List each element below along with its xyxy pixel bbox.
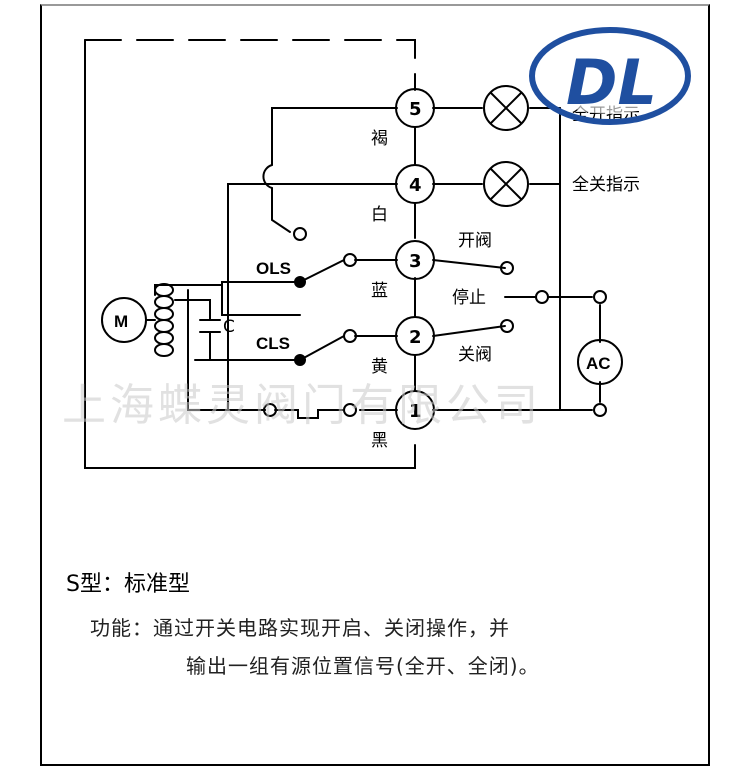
logo-text: DL: [566, 46, 657, 119]
label-close-valve: 关阀: [458, 345, 492, 365]
terminal-1-num: 1: [409, 401, 422, 422]
wire-color-white: 白: [371, 205, 388, 225]
caption-line-2: 输出一组有源位置信号(全开、全闭)。: [186, 654, 540, 678]
wire-color-yellow: 黄: [371, 357, 388, 377]
cls-blade: [299, 335, 345, 361]
terminal-4: [395, 164, 435, 204]
terminal-3-num: 3: [409, 251, 422, 272]
caption-title: S型：标准型: [66, 572, 190, 597]
label-stop: 停止: [452, 288, 486, 308]
terminal-3: [395, 240, 435, 280]
terminal-2: [395, 316, 435, 356]
ols-pivot: [294, 276, 306, 288]
label-open-valve: 开阀: [458, 231, 492, 251]
outer-frame: [40, 4, 710, 766]
lamp-full-close: [483, 161, 529, 207]
label-capacitor: C: [223, 317, 235, 337]
housing-dashed-top: [84, 39, 416, 91]
caption-line-1: 功能：通过开关电路实现开启、关闭操作，并: [90, 616, 510, 640]
terminal-1: [395, 390, 435, 430]
watermark: 上海蝶灵阀门有限公司: [62, 380, 542, 431]
label-full-close-indicator: 全关指示: [572, 175, 640, 195]
ols-blade: [299, 259, 345, 283]
ac-source: [577, 339, 623, 385]
cls-pivot: [294, 354, 306, 366]
wire-color-blue: 蓝: [371, 281, 388, 301]
lamp-full-open: [483, 85, 529, 131]
wire-color-brown: 褐: [371, 129, 388, 149]
label-cls: CLS: [256, 334, 290, 353]
terminal-2-num: 2: [409, 327, 422, 348]
terminal-4-num: 4: [409, 175, 422, 196]
terminal-5: [395, 88, 435, 128]
label-ac: AC: [586, 354, 611, 373]
label-motor: M: [114, 312, 128, 331]
terminal-5-num: 5: [409, 99, 422, 120]
label-ols: OLS: [256, 259, 291, 278]
wire-5-left: [271, 107, 398, 166]
wire-color-black: 黑: [371, 431, 388, 451]
dl-logo: DL: [529, 27, 691, 125]
housing-outline: [84, 39, 416, 469]
